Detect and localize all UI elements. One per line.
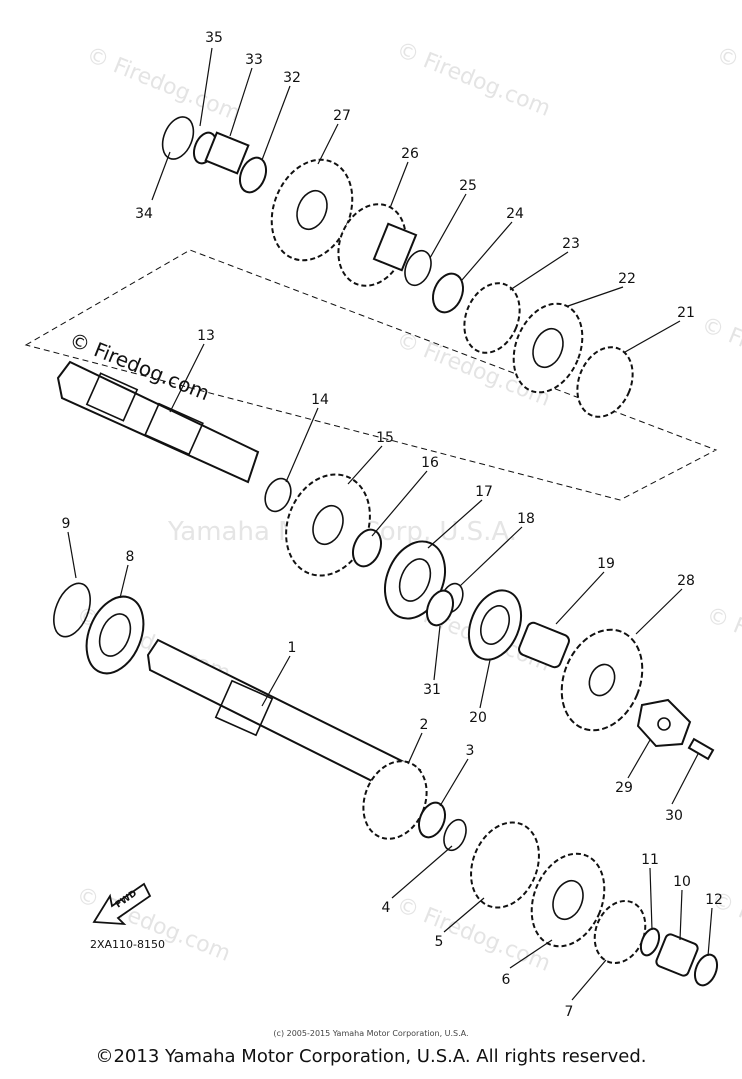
footer-copyright: ©2013 Yamaha Motor Corporation, U.S.A. A… [95,1046,647,1067]
callout-35: 35 [205,30,223,46]
callout-23: 23 [562,236,580,252]
axle-13-spline-a [85,372,139,422]
washer-16 [352,528,382,568]
callout-31: 31 [423,682,441,698]
washer-32 [238,156,268,194]
gear-26-boss [372,222,418,272]
watermark-text: © Firedog.com [73,882,234,966]
drawing-code: 2XA110-8150 [90,938,165,951]
callout-7: 7 [565,1004,574,1020]
callout-6: 6 [502,972,511,988]
callout-numbers: 35 33 32 27 26 25 24 23 22 21 34 13 14 1… [62,30,723,1020]
callout-4: 4 [382,900,391,916]
callout-26: 26 [401,146,419,162]
sprocket-28 [560,628,644,732]
callout-21: 21 [677,305,695,321]
washer-11 [639,927,661,957]
shaft-1-gear [214,679,274,737]
callout-2: 2 [420,717,429,733]
callout-9: 9 [62,516,71,532]
watermark-text: © Firedog.com [698,312,742,396]
leader-lines [67,47,713,1001]
bearing-17-inner [398,558,432,602]
callout-34: 34 [135,206,153,222]
gear-27-hub [296,189,328,231]
callout-27: 27 [333,108,351,124]
callout-28: 28 [677,573,695,589]
washer-24 [432,272,464,314]
circlip-9 [53,582,91,638]
callout-22: 22 [618,271,636,287]
callout-14: 14 [311,392,329,408]
watermark-text: © Firedog.com [83,42,244,126]
collar-19 [518,621,570,669]
washer-3 [417,801,447,839]
oring-31 [425,589,455,627]
callout-30: 30 [665,808,683,824]
callout-33: 33 [245,52,263,68]
circlip-35 [161,116,195,160]
bearing-8-inner [98,613,132,657]
bearing-10 [655,933,699,977]
circlip-14 [264,477,292,513]
sprocket-28-hub [588,663,616,697]
callout-18: 18 [517,511,535,527]
gear-6-hub [552,879,584,921]
callout-24: 24 [506,206,524,222]
fwd-arrow-icon [92,882,152,926]
watermark-text: © Firedog.com [713,42,742,126]
watermark-text: © Firedog.com [703,602,742,686]
watermark-text: © Firedog.com [393,892,554,976]
upper-shaft-parts [161,116,634,418]
watermark-text: © Firedog.com [393,37,554,121]
bearing-8 [85,595,145,675]
callout-16: 16 [421,455,439,471]
gear-15 [285,473,371,577]
callout-25: 25 [459,178,477,194]
countershaft-parts [53,582,719,987]
main-axle-13 [56,360,260,484]
gear-21 [576,346,634,418]
callout-15: 15 [376,430,394,446]
gear-22 [512,302,584,394]
callout-1: 1 [288,640,297,656]
watermark-layer: © Firedog.com © Firedog.com © Firedog.co… [66,37,742,976]
lock-plate-29-hole [657,717,671,731]
callout-13: 13 [197,328,215,344]
callout-17: 17 [475,484,493,500]
callout-19: 19 [597,556,615,572]
plug-12 [693,953,719,987]
callout-11: 11 [641,852,659,868]
small-copyright: (c) 2005-2015 Yamaha Motor Corporation, … [273,1029,468,1038]
bolt-30 [687,737,715,761]
callout-12: 12 [705,892,723,908]
shaft-group-outline [24,249,718,501]
gear-5 [470,821,540,909]
gear-23 [463,282,521,354]
callout-10: 10 [673,874,691,890]
callout-5: 5 [435,934,444,950]
axle-13-spline-b [144,402,204,456]
callout-29: 29 [615,780,633,796]
main-axle-parts [56,360,715,761]
gear-15-hub [312,504,344,546]
circlip-25 [404,249,432,287]
circlip-4 [443,818,467,852]
callout-8: 8 [126,549,135,565]
callout-20: 20 [469,710,487,726]
gear-22-hub [532,327,564,369]
oil-seal-20 [467,589,523,661]
bearing-33 [204,131,250,175]
oil-seal-20-inner [480,605,510,645]
lock-plate-29 [636,698,692,748]
gear-6 [530,852,606,948]
callout-32: 32 [283,70,301,86]
callout-3: 3 [466,743,475,759]
